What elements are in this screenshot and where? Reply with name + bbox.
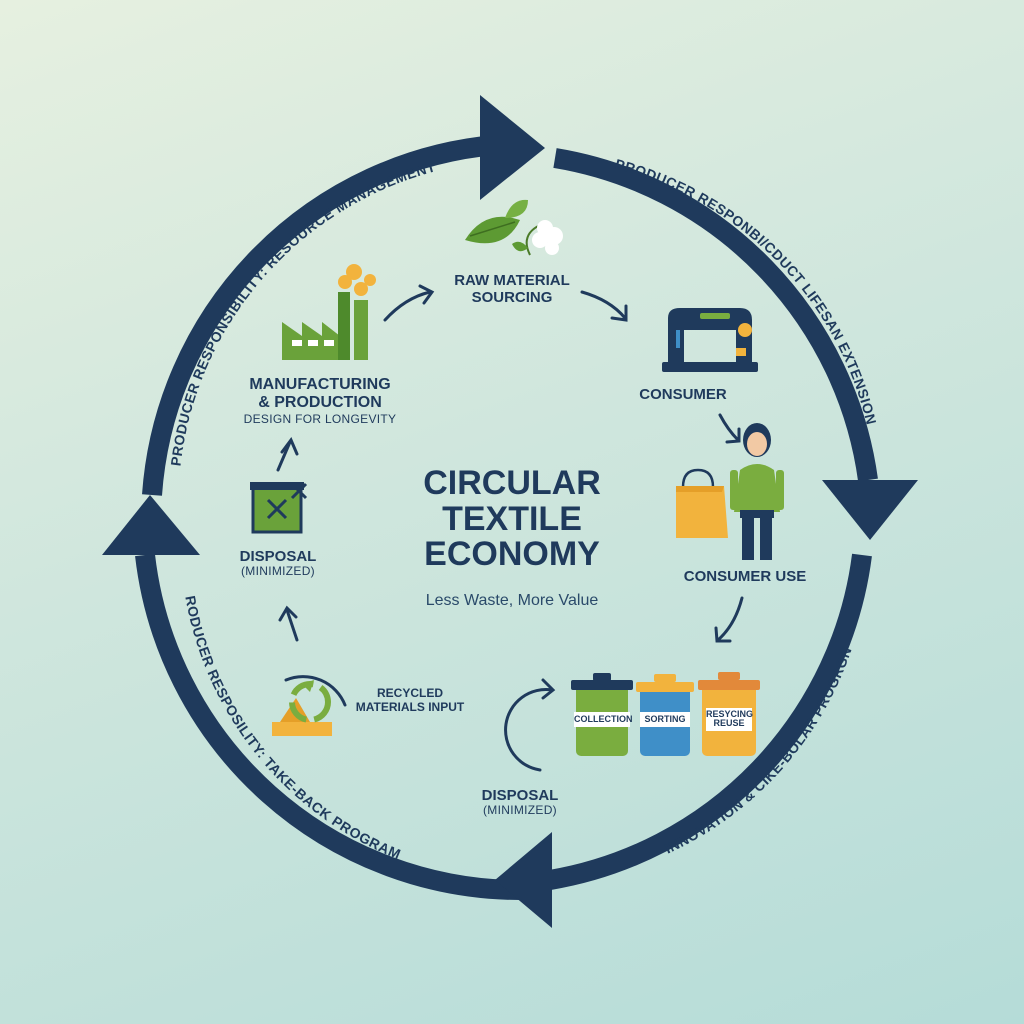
disposal-left-label: DISPOSAL: [239, 548, 317, 565]
manufacturing-sub: DESIGN FOR LONGEVITY: [243, 411, 397, 426]
stage-consumer-use: CONSUMER USE: [683, 568, 807, 585]
bin-label-collection: COLLECTION: [574, 712, 633, 728]
bin-label-reuse: RESYCING REUSE: [706, 708, 753, 731]
arc-top-left: [142, 135, 496, 496]
flow-arrow-raw-to-sewing: [580, 290, 627, 320]
arc-top-right: [553, 148, 878, 482]
title-line-1: CIRCULAR: [423, 464, 601, 502]
raw-material-line2: SOURCING: [471, 289, 553, 307]
manufacturing-line2: & PRODUCTION: [258, 394, 382, 412]
sewing-machine-icon: [662, 308, 758, 372]
person-icon: [730, 423, 784, 560]
raw-material-line1: RAW MATERIAL: [454, 272, 570, 289]
arrowhead-top: [480, 95, 545, 200]
stage-disposal-left: DISPOSAL (MINIMIZED): [218, 548, 338, 579]
recycled-line2: MATERIALS INPUT: [355, 699, 465, 714]
flow-arrow-use-to-bins: [716, 596, 744, 642]
flow-arrow-recycled-up: [285, 608, 299, 642]
disposal-bin-icon: [250, 482, 308, 534]
flow-arrow-recycled-curve: [284, 675, 347, 707]
arc-bottom-left: [135, 553, 521, 900]
title-line-3: ECONOMY: [424, 535, 600, 574]
disposal-bottom-sub: (MINIMIZED): [483, 803, 557, 818]
recycled-line1: RECYCLED: [376, 686, 443, 700]
arc-bottom-right: [548, 553, 872, 890]
outer-cycle-arrows: [135, 135, 878, 900]
arrowhead-bottom: [495, 832, 552, 928]
bin-label-sorting: SORTING: [640, 712, 690, 728]
flow-arrow-disposal-up: [276, 440, 292, 472]
center-title: CIRCULAR TEXTILE ECONOMY: [362, 464, 662, 574]
arrowhead-right: [822, 480, 918, 540]
stage-recycled-input: RECYCLED MATERIALS INPUT: [350, 686, 470, 715]
stage-raw-material: RAW MATERIAL SOURCING: [430, 272, 594, 307]
disposal-left-sub: (MINIMIZED): [241, 564, 315, 579]
title-line-2: TEXTILE: [442, 499, 582, 538]
recycle-icon: [272, 680, 332, 736]
arrowhead-left: [102, 495, 200, 555]
flow-arrow-mfg-to-raw: [383, 290, 432, 322]
manufacturing-line1: MANUFACTURING: [249, 376, 391, 393]
stage-consumer: CONSUMER: [639, 386, 727, 403]
leaf-cotton-icon: [465, 199, 563, 256]
flow-arrow-disposal-to-bins: [504, 688, 554, 772]
stage-manufacturing: MANUFACTURING & PRODUCTION DESIGN FOR LO…: [222, 376, 418, 427]
shopping-bag-icon: [676, 468, 728, 538]
stage-disposal-bottom: DISPOSAL (MINIMIZED): [460, 787, 580, 818]
disposal-bottom-label: DISPOSAL: [481, 787, 559, 804]
flow-arrow-consumer-down: [718, 413, 740, 442]
factory-icon: [282, 264, 376, 360]
tagline: Less Waste, More Value: [425, 592, 599, 609]
